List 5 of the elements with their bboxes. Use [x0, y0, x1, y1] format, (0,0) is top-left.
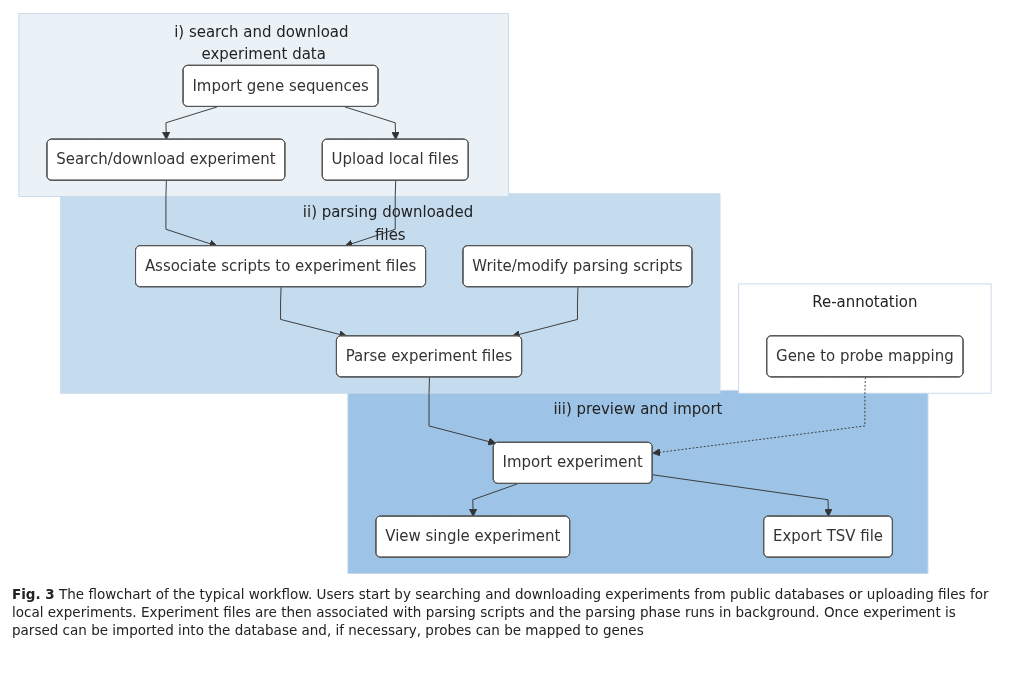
cluster [738, 283, 992, 394]
cluster [347, 389, 929, 574]
cluster [18, 13, 509, 198]
cluster [60, 193, 721, 394]
figure-caption: Fig. 3 The flowchart of the typical workflow. Users start by searching and downloading experiments from public databases or uploading files for local experiments. Experiment files are then associated with parsing scripts and the parsing phase runs in background. Once experiment is parsed can be imported into the database and, if necessary, probes can be mapped to genes [12, 585, 990, 640]
